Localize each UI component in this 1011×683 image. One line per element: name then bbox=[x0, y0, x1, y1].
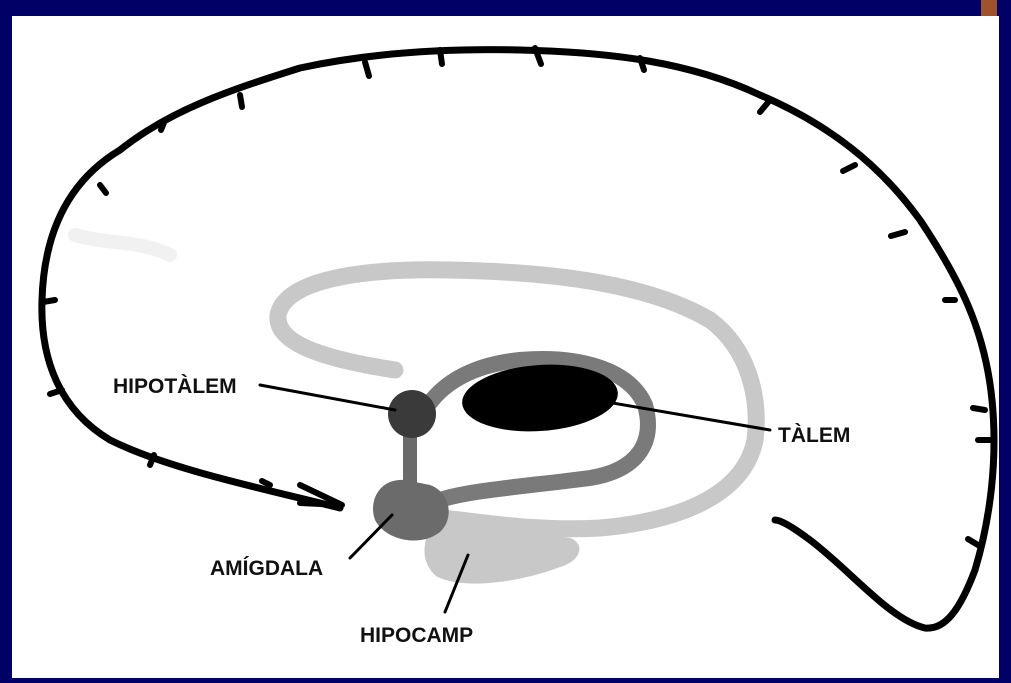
smudge-mark bbox=[75, 235, 170, 255]
amygdala-label: AMÍGDALA bbox=[210, 557, 323, 580]
amygdala-leader bbox=[350, 515, 392, 558]
thalamus-leader bbox=[595, 400, 770, 430]
hypothalamus-label: HIPOTÀLEM bbox=[113, 375, 237, 398]
amygdala-shape bbox=[373, 480, 449, 541]
stalk bbox=[403, 436, 417, 486]
hypothalamus-leader bbox=[260, 385, 395, 410]
hippocampus-label: HIPOCAMP bbox=[360, 624, 473, 647]
thalamus-label: TÀLEM bbox=[778, 424, 850, 447]
hypothalamus-shape bbox=[388, 390, 436, 438]
outline-arrowhead bbox=[300, 485, 342, 505]
